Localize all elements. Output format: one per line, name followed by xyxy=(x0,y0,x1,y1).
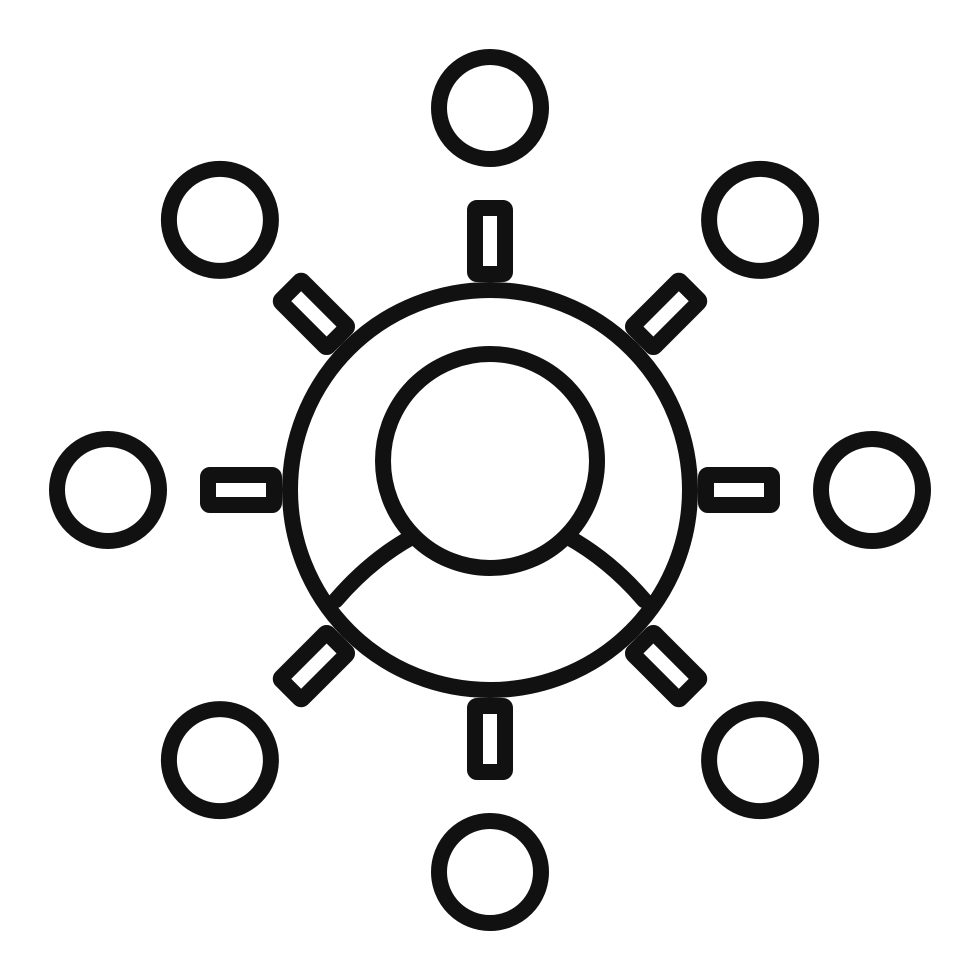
node-bottom-right-circle xyxy=(701,701,820,820)
node-top-left-circle xyxy=(160,160,279,279)
node-top-circle xyxy=(431,49,549,167)
node-bottom-connector xyxy=(467,698,513,780)
node-top-left-connector xyxy=(272,272,356,356)
node-left-circle xyxy=(49,431,167,549)
node-right-connector xyxy=(698,467,780,513)
node-right-circle xyxy=(813,431,931,549)
node-bottom-right-connector xyxy=(624,624,708,708)
user-body-right-icon xyxy=(560,529,652,608)
node-bottom-left-circle xyxy=(160,701,279,820)
node-bottom-left-connector xyxy=(272,624,356,708)
user-head-icon xyxy=(375,346,605,576)
node-top-right-circle xyxy=(701,160,820,279)
node-left-connector xyxy=(200,467,282,513)
user-body-icon xyxy=(328,529,420,608)
satellite-nodes xyxy=(49,49,931,931)
node-top-connector xyxy=(467,200,513,282)
hub-group xyxy=(282,282,698,698)
node-bottom-circle xyxy=(431,813,549,931)
node-top-right-connector xyxy=(624,272,708,356)
hub-ring xyxy=(282,282,698,698)
